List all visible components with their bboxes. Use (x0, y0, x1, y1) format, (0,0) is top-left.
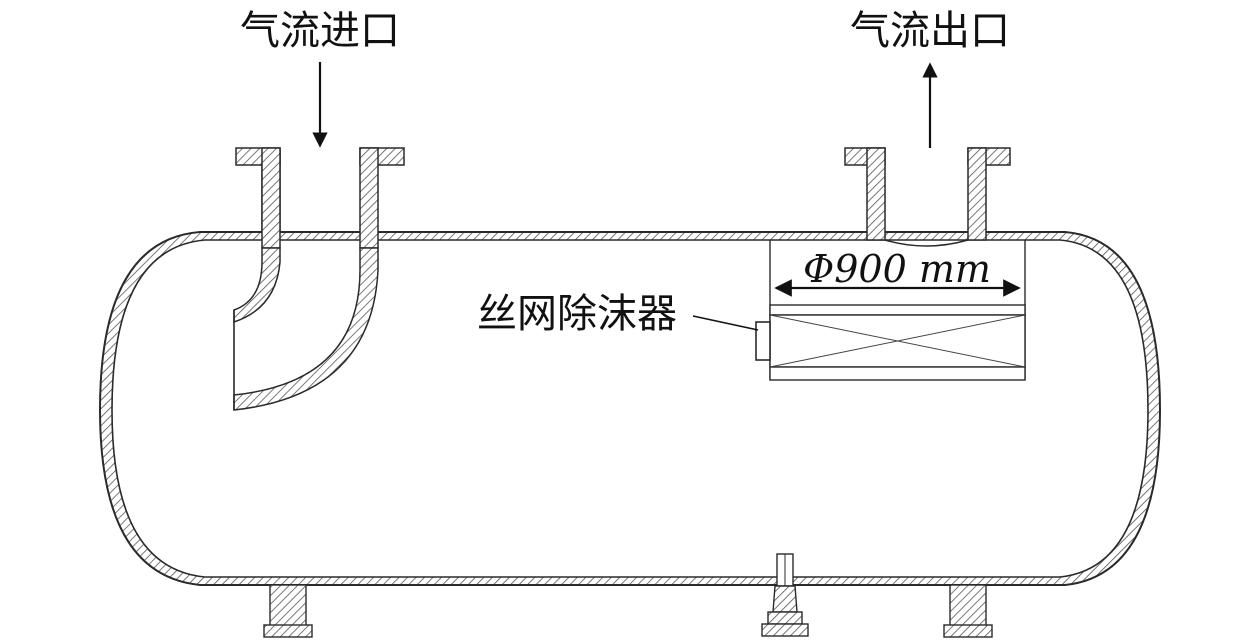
inlet-nozzle (233, 147, 405, 411)
outlet-nozzle (844, 147, 1011, 247)
left-support (263, 584, 313, 638)
diameter-label: Φ900 mm (803, 247, 991, 291)
right-support (943, 584, 993, 638)
demister-leader-line (692, 315, 759, 331)
mesh-demister (755, 240, 1026, 381)
inlet-label: 气流进口 (240, 8, 400, 54)
outlet-label: 气流出口 (850, 8, 1010, 54)
drain-nozzle (761, 553, 809, 637)
demister-label: 丝网除沫器 (477, 291, 677, 337)
